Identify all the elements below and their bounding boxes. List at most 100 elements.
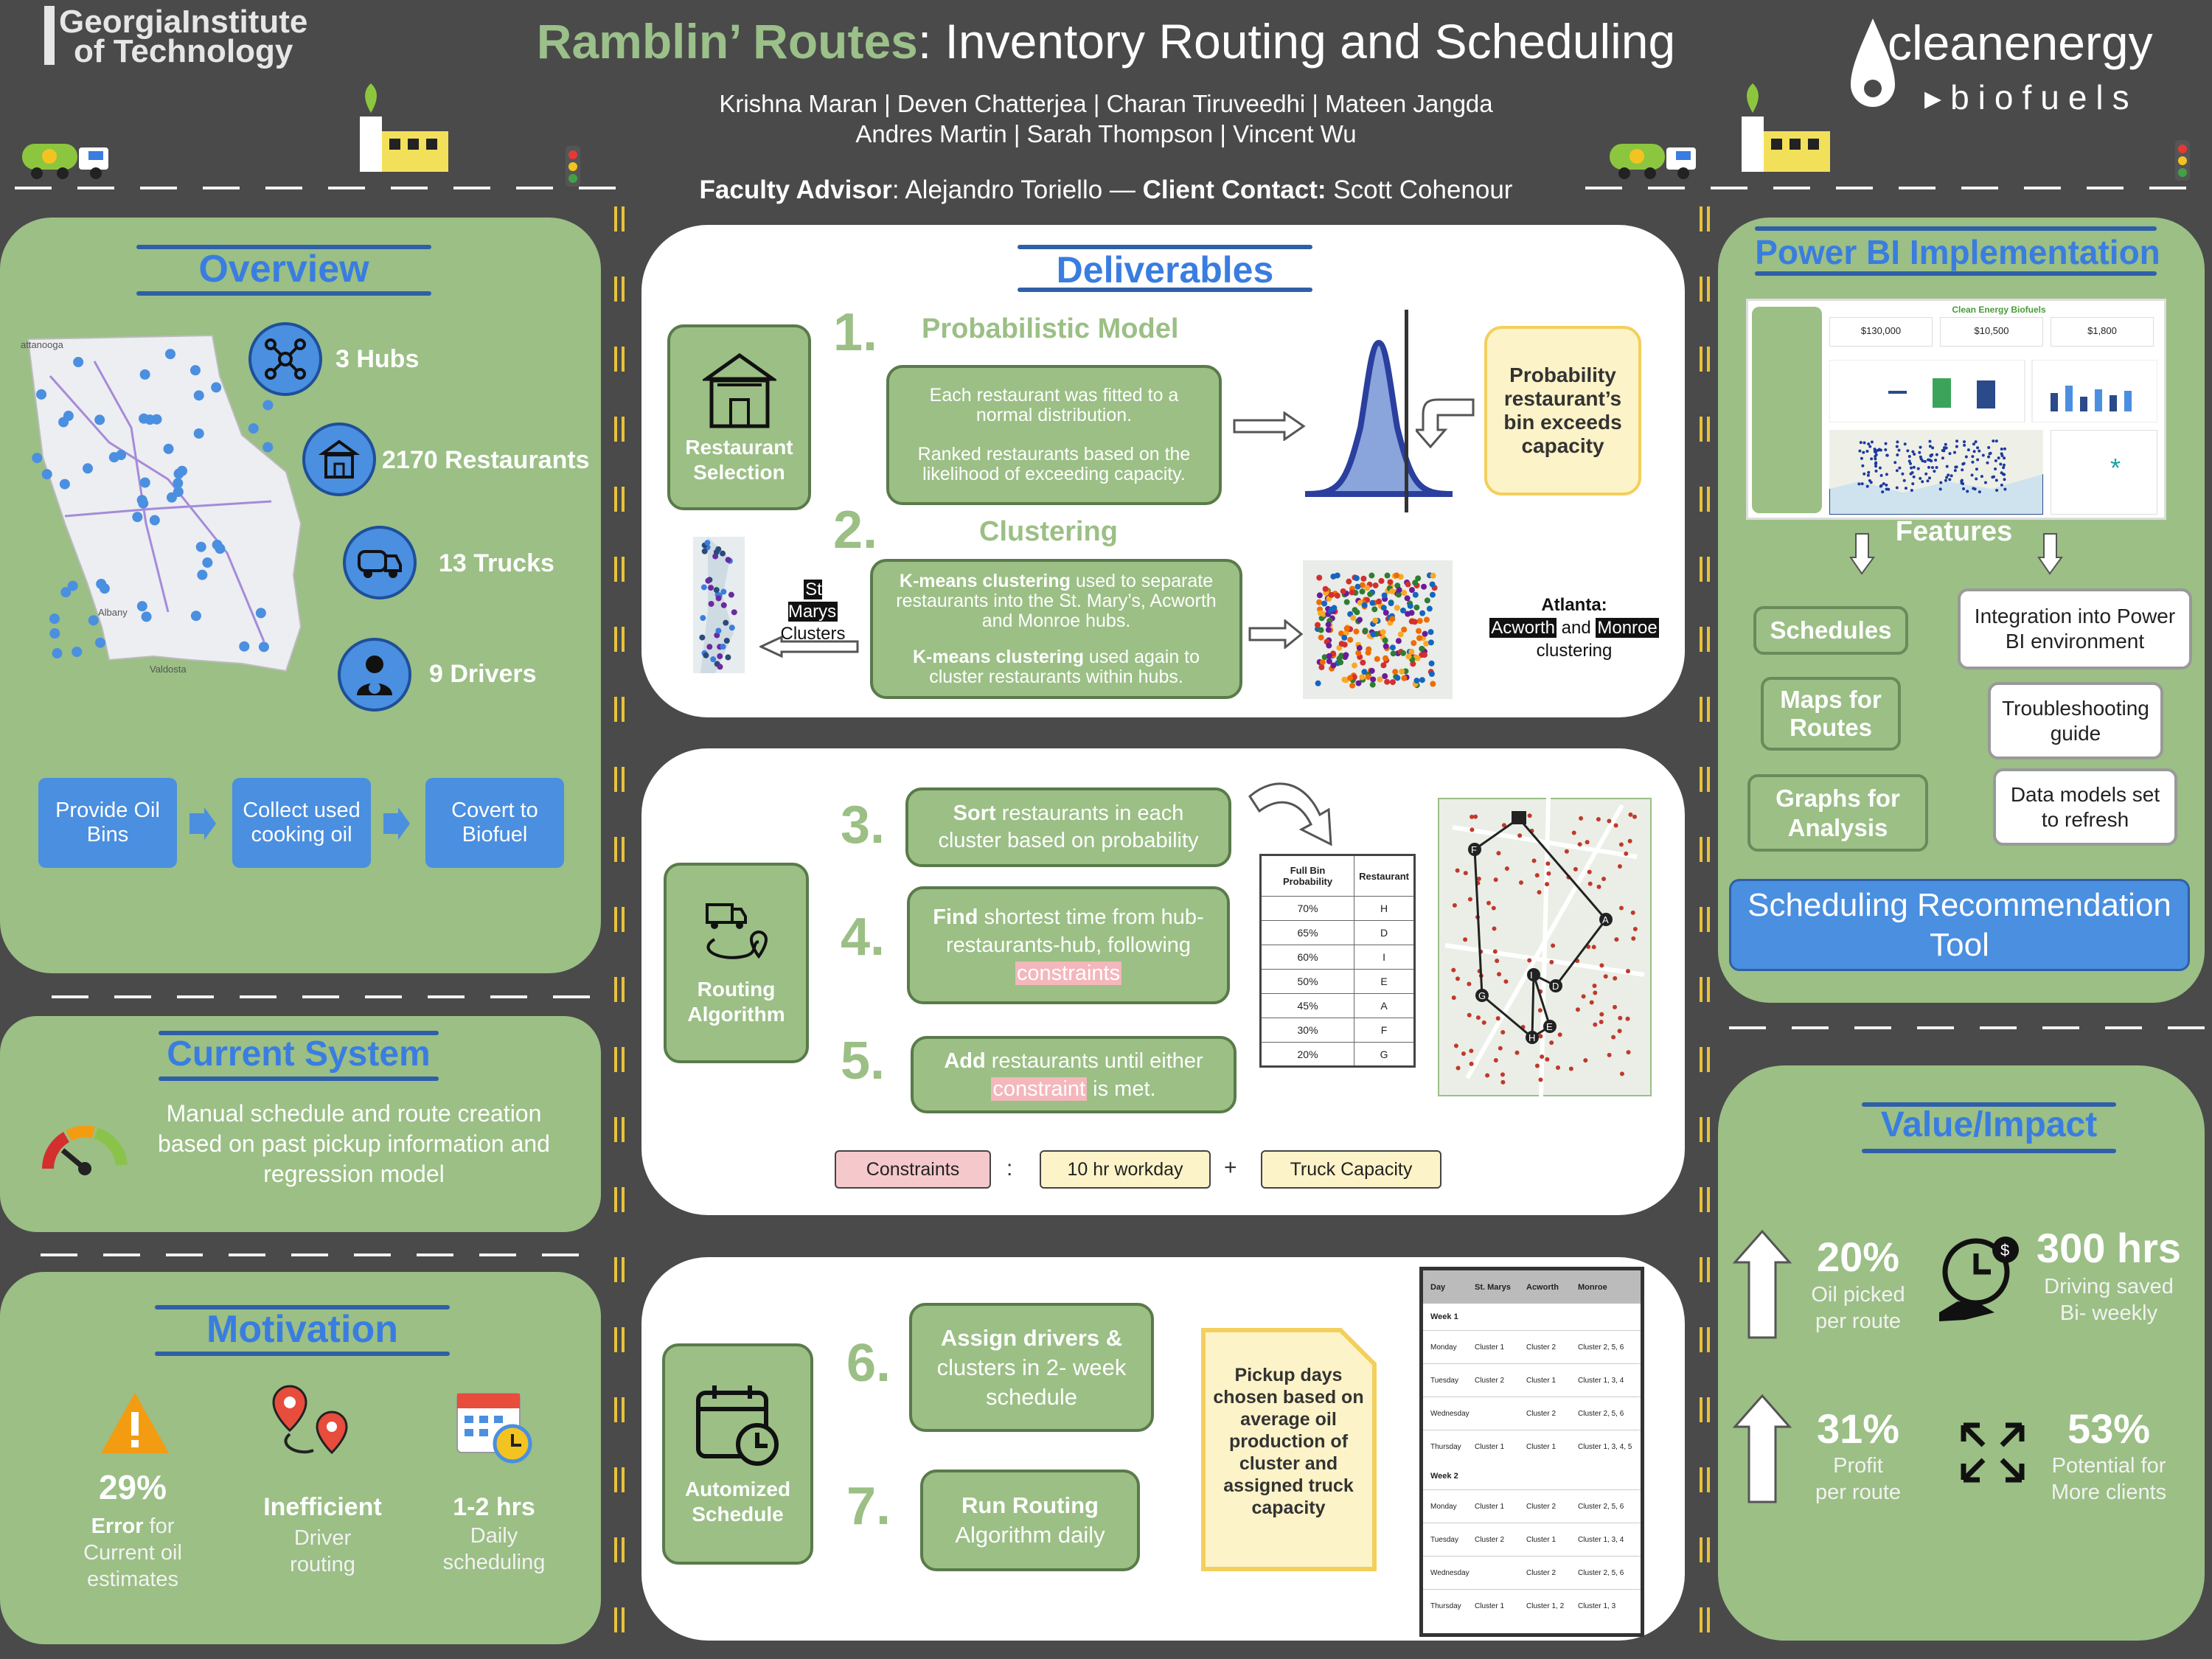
map-dot (1884, 448, 1888, 451)
map-dot (1326, 653, 1332, 659)
schedule-cell: Cluster 2 (1526, 1568, 1557, 1577)
table-cell: F (1354, 1018, 1415, 1043)
road-lane-mark (622, 907, 625, 932)
map-dot (725, 557, 731, 563)
map-dot (708, 585, 714, 591)
map-dot (1874, 469, 1878, 473)
dashboard-bar-charts (1829, 360, 2157, 422)
traffic-light-icon (566, 146, 580, 187)
road-lane-mark (1707, 907, 1710, 932)
road-dash (2149, 187, 2186, 189)
road-lane-mark (1707, 557, 1710, 582)
map-dot (1350, 614, 1357, 621)
table-cell: A (1354, 993, 1415, 1018)
asterisk-icon: * (2110, 453, 2121, 483)
oil-truck-icon (22, 144, 108, 179)
map-dot (32, 453, 43, 464)
title-part1: Ramblin’ Routes (536, 14, 918, 69)
road-lane-mark (614, 206, 617, 232)
table-cell: 60% (1259, 945, 1355, 970)
road-lane-mark (622, 977, 625, 1002)
road-lane-mark (614, 837, 617, 862)
road-lane-mark (1707, 347, 1710, 372)
road-lane-mark (614, 1187, 617, 1212)
map-dot (197, 569, 208, 580)
road-dash (328, 187, 365, 189)
table-cell: 45% (1259, 993, 1355, 1018)
road-dash (15, 187, 52, 189)
road-lane-mark (1700, 1467, 1703, 1492)
road-lane-mark (1700, 907, 1703, 932)
kpi-card: $10,500 (1940, 317, 2043, 347)
scheduling-tool-button[interactable]: Scheduling Recommendation Tool (1729, 879, 2190, 971)
map-dot (1353, 628, 1360, 635)
traffic-light-icon-right (2175, 140, 2190, 181)
map-dot (1865, 484, 1869, 488)
map-dot (728, 625, 735, 631)
map-dot (1493, 877, 1498, 883)
map-dot (1874, 455, 1877, 459)
map-dot (1500, 1029, 1506, 1034)
map-dot (1617, 863, 1622, 869)
map-dot (720, 644, 726, 650)
week2-label: Week 2 (1430, 1472, 1458, 1481)
map-dot (1495, 959, 1500, 964)
feature-data-models: Data models set to refresh (1993, 768, 2177, 846)
map-dot (1372, 617, 1379, 624)
normal-distribution-chart (1304, 310, 1453, 512)
road-lane-mark (614, 977, 617, 1002)
map-dot (1397, 631, 1404, 638)
value-clients-number: 53% (2067, 1405, 2151, 1452)
map-dot (1416, 618, 1423, 625)
road-dash (354, 1253, 391, 1256)
factory-icon-right (1742, 83, 1830, 172)
dashboard-map (1829, 430, 2043, 515)
clean-energy-logo: cleanenergy (1888, 15, 2153, 70)
map-dot (1549, 1040, 1554, 1046)
table-row: 30%F (1259, 1018, 1415, 1043)
map-dot (1400, 650, 1407, 656)
map-dot (1596, 884, 1601, 889)
map-dot (2003, 456, 2006, 460)
map-dot (1964, 455, 1968, 459)
schedule-cell: Cluster 1 (1475, 1343, 1505, 1352)
road-dash (1648, 187, 1685, 189)
schedule-cell: Wednesday (1430, 1568, 1470, 1577)
road-lane-mark (622, 1047, 625, 1072)
schedule-cell: Monday (1430, 1502, 1457, 1511)
map-label-chattanooga: attanooga (21, 339, 64, 350)
powerbi-title: Power BI Implementation (1755, 233, 2160, 271)
schedule-cell: Cluster 1 (1475, 1442, 1505, 1451)
map-dot (1870, 457, 1874, 461)
map-dot (1404, 595, 1411, 602)
map-dot (715, 595, 722, 602)
map-dot (1599, 963, 1604, 968)
map-dot (2003, 487, 2007, 491)
map-dot (1330, 662, 1337, 669)
map-dot (2003, 478, 2006, 481)
map-dot (1408, 587, 1415, 594)
road-lane-mark (622, 276, 625, 302)
road-dash (177, 995, 214, 998)
road-lane-mark (1707, 1187, 1710, 1212)
schedule-cell: Cluster 1, 3, 4 (1578, 1535, 1624, 1544)
map-dot (1912, 475, 1916, 479)
map-dot (1534, 1063, 1540, 1068)
map-dot (1318, 627, 1324, 633)
map-dot (1374, 655, 1380, 662)
map-dot (1316, 599, 1323, 605)
powerbi-line-top (1755, 226, 2157, 231)
map-dot (1368, 572, 1375, 579)
map-dot (1389, 644, 1396, 651)
map-dot (1411, 619, 1418, 625)
map-dot (1879, 473, 1883, 477)
map-dot (1632, 814, 1637, 819)
map-dot (1931, 446, 1935, 450)
map-dot (1910, 466, 1913, 470)
map-dot (1326, 642, 1332, 649)
road-lane-mark (1700, 557, 1703, 582)
map-dot (248, 423, 259, 434)
up-arrow-icon (1733, 1229, 1792, 1339)
current-system-text: Manual schedule and route creation based… (158, 1100, 550, 1187)
step4-number: 4. (841, 908, 886, 967)
